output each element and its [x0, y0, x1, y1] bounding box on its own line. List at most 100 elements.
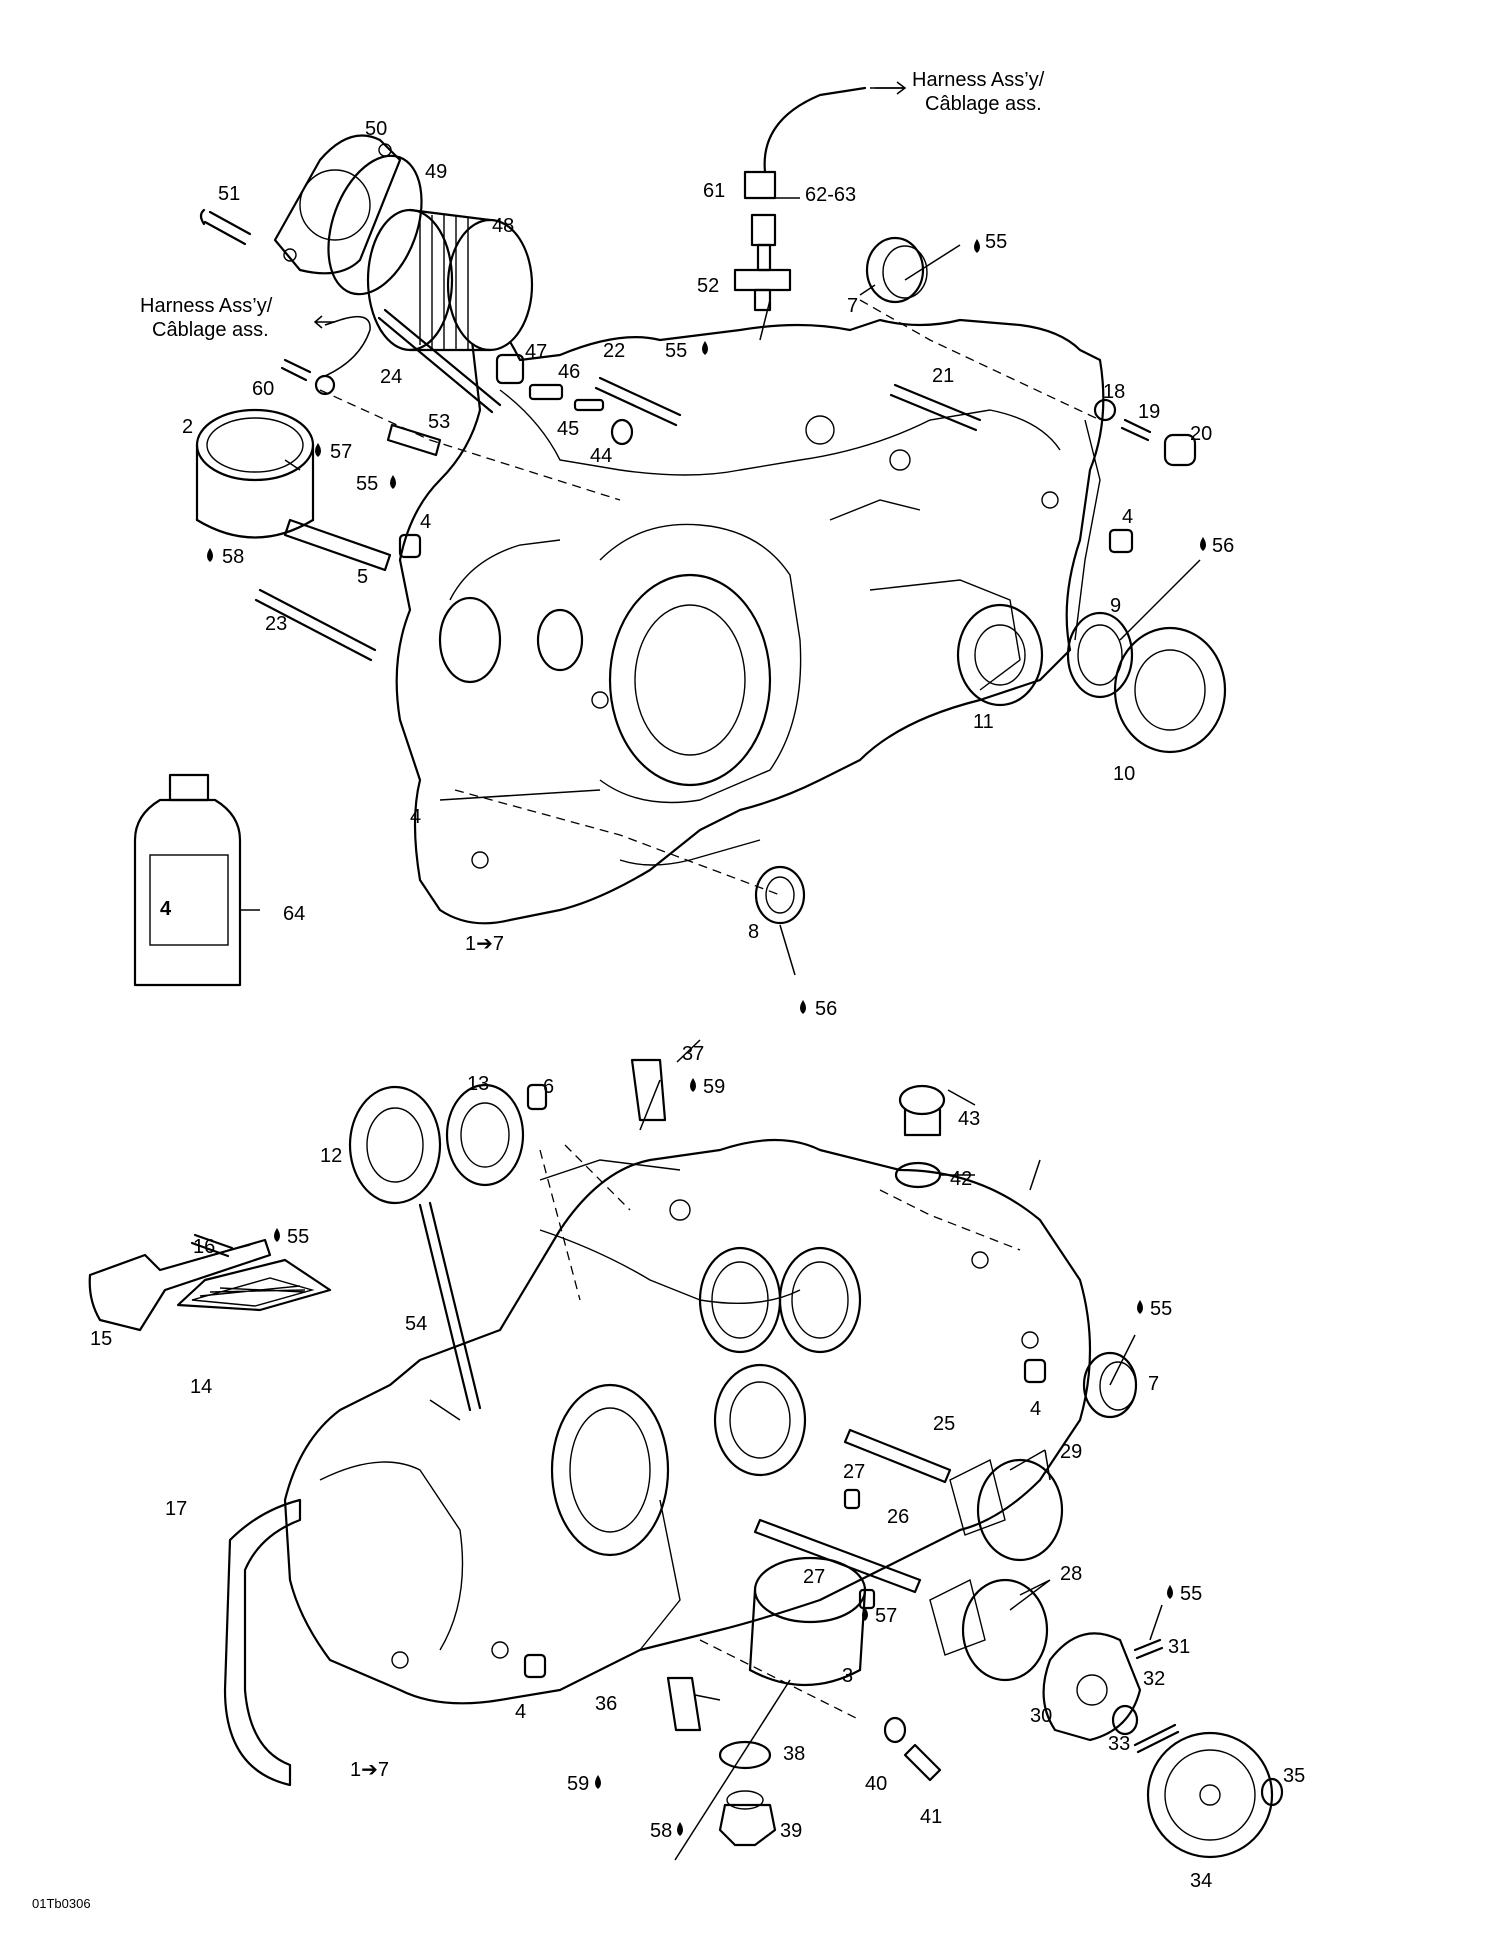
- arrow-left-icon: [313, 315, 335, 329]
- reference-code: 01Tb0306: [32, 1896, 91, 1911]
- label-34: 34: [1190, 1870, 1212, 1892]
- o-ring-49: [327, 154, 423, 296]
- label-29: 29: [1060, 1441, 1082, 1463]
- sensor-52: [733, 213, 792, 312]
- strainer-14: [176, 1258, 332, 1312]
- label-59-b: 59: [567, 1773, 589, 1795]
- label-52: 52: [697, 275, 719, 297]
- filter-cover: [273, 134, 402, 275]
- washer-40: [883, 1716, 907, 1744]
- harness-callout-upper-line2: Câblage ass.: [925, 93, 1042, 115]
- harness-callout-left-line2: Câblage ass.: [152, 319, 269, 341]
- label-4-left: 4: [420, 511, 431, 533]
- label-57: 57: [330, 441, 352, 463]
- bottle-text: 4: [160, 898, 172, 920]
- label-17: 17: [165, 1498, 187, 1520]
- label-37: 37: [682, 1043, 704, 1065]
- pin-33: [1133, 1723, 1180, 1754]
- plug-47: [495, 353, 525, 385]
- shaft-25: [843, 1428, 952, 1484]
- label-12: 12: [320, 1145, 342, 1167]
- bolt-16: [190, 1233, 234, 1258]
- label-4-lower: 4: [515, 1701, 526, 1723]
- drop-icon: [1137, 1300, 1143, 1314]
- label-38: 38: [783, 1743, 805, 1765]
- label-55-d: 55: [287, 1226, 309, 1248]
- dowel-4b: [1108, 528, 1134, 554]
- label-39: 39: [780, 1820, 802, 1842]
- label-45: 45: [557, 418, 579, 440]
- bolt-51: [199, 208, 252, 246]
- label-27-b: 27: [803, 1566, 825, 1588]
- label-50: 50: [365, 118, 387, 140]
- label-15: 15: [90, 1328, 112, 1350]
- lower-part-labels: 37 59 13 6 43 12 42 55 16 55 15 14 54 7 …: [90, 1043, 1305, 1892]
- drop-icon: [702, 341, 708, 355]
- label-56-lower: 56: [815, 998, 837, 1020]
- label-5: 5: [357, 566, 368, 588]
- bearing-12: [348, 1085, 442, 1205]
- ball-44: [610, 418, 634, 446]
- circlip-35: [1260, 1777, 1284, 1807]
- drop-icon: [390, 475, 396, 489]
- label-13: 13: [467, 1073, 489, 1095]
- gasket-17: [223, 1498, 302, 1787]
- label-32: 32: [1143, 1668, 1165, 1690]
- washer-32: [1111, 1704, 1139, 1736]
- label-22: 22: [603, 340, 625, 362]
- pump-cover-30: [1042, 1632, 1142, 1742]
- label-56-upper: 56: [1212, 535, 1234, 557]
- bearing-11: [956, 603, 1044, 707]
- drop-icon: [315, 443, 321, 457]
- sensor-61: [743, 170, 777, 200]
- label-54: 54: [405, 1313, 427, 1335]
- drop-icon: [1167, 1585, 1173, 1599]
- label-47: 47: [525, 341, 547, 363]
- seal-8: [754, 865, 806, 925]
- harness-callout-left-line1: Harness Ass’y/: [140, 295, 273, 317]
- drop-icons: [207, 239, 1206, 1836]
- label-49: 49: [425, 161, 447, 183]
- spring-46: [528, 383, 564, 401]
- bushing-2: [195, 408, 315, 539]
- dowel-4a: [398, 533, 422, 559]
- label-51: 51: [218, 183, 240, 205]
- spring-19: [1120, 418, 1152, 442]
- bearing-13: [445, 1083, 525, 1187]
- washer-42: [894, 1161, 942, 1189]
- drop-icon: [974, 239, 980, 253]
- label-48: 48: [492, 215, 514, 237]
- label-2: 2: [182, 416, 193, 438]
- drop-icon: [862, 1607, 868, 1621]
- drop-icon: [274, 1228, 280, 1242]
- fitting-37: [630, 1058, 667, 1122]
- bolt-21: [889, 383, 982, 432]
- label-31: 31: [1168, 1636, 1190, 1658]
- bolt-22: [594, 376, 682, 427]
- lower-crankcase-half: [283, 1138, 1092, 1705]
- upper-crankcase-half: [395, 278, 1105, 925]
- label-64: 64: [283, 903, 305, 925]
- arrow-right-icon: [870, 81, 907, 95]
- label-27-a: 27: [843, 1461, 865, 1483]
- label-58-lower: 58: [650, 1820, 672, 1842]
- bearing-10: [1113, 626, 1227, 754]
- harness-callout-upper-line1: Harness Ass’y/: [912, 69, 1045, 91]
- label-25: 25: [933, 1413, 955, 1435]
- label-4-lower-right: 4: [1030, 1398, 1041, 1420]
- seal-7-lower: [1082, 1351, 1138, 1419]
- label-57-lower: 57: [875, 1605, 897, 1627]
- label-55-a: 55: [985, 231, 1007, 253]
- terminal: [314, 374, 336, 396]
- label-28: 28: [1060, 1563, 1082, 1585]
- label-10: 10: [1113, 763, 1135, 785]
- label-7-upper: 7: [847, 295, 858, 317]
- label-55-f: 55: [1180, 1583, 1202, 1605]
- plug-20: [1163, 433, 1197, 467]
- label-60: 60: [252, 378, 274, 400]
- label-33: 33: [1108, 1733, 1130, 1755]
- label-21: 21: [932, 365, 954, 387]
- label-11: 11: [973, 711, 994, 733]
- drop-icon: [1200, 537, 1206, 551]
